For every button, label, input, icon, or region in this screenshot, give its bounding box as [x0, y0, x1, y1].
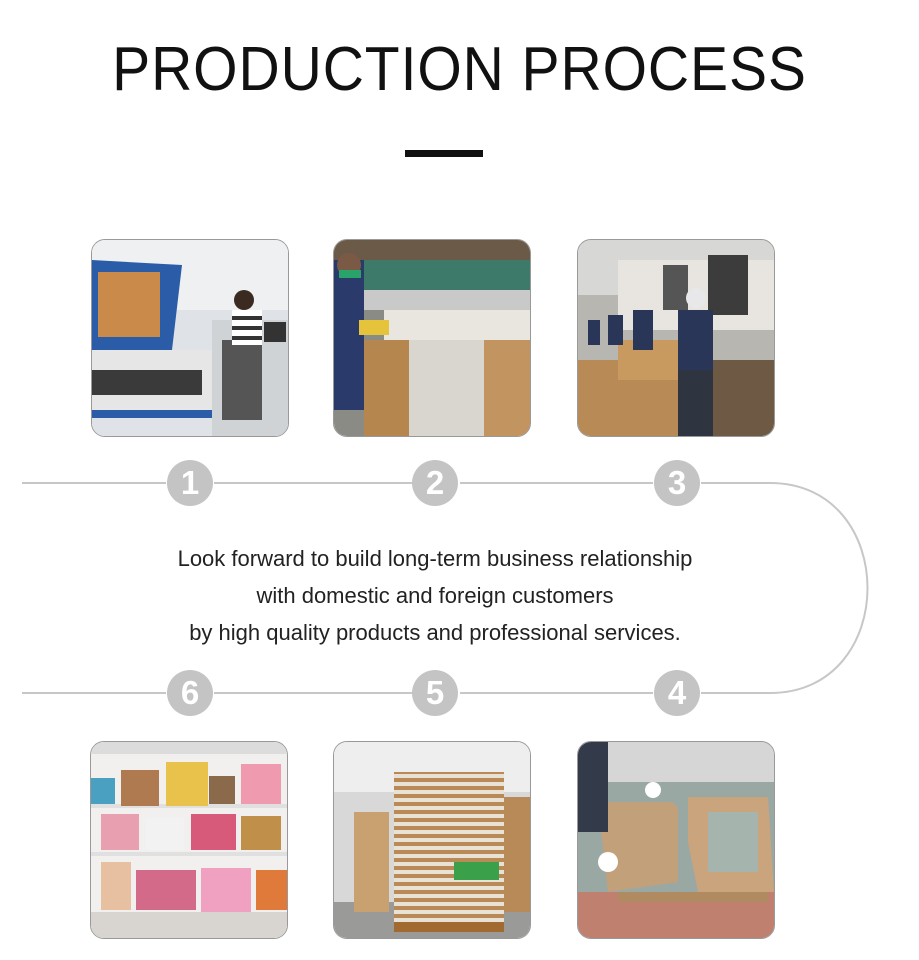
connector-line [214, 692, 412, 694]
title-underline [405, 150, 483, 157]
laser-cutting-photo [91, 239, 289, 437]
step-6-badge: 6 [167, 670, 213, 716]
connector-line [22, 692, 166, 694]
step-5-badge: 5 [412, 670, 458, 716]
tagline-line-1: Look forward to build long-term business… [177, 546, 693, 571]
page-title: PRODUCTION PROCESS [112, 35, 807, 104]
folding-cardboard-photo [577, 741, 775, 939]
step-3-badge: 3 [654, 460, 700, 506]
product-display-photo [90, 741, 288, 939]
connector-line [701, 482, 771, 484]
tagline-line-3: by high quality products and professiona… [189, 620, 681, 645]
connector-line [22, 482, 166, 484]
cardboard-processing-photo [333, 239, 531, 437]
connector-line [701, 692, 771, 694]
connector-line [460, 482, 653, 484]
step-1-badge: 1 [167, 460, 213, 506]
assembly-line-photo [577, 239, 775, 437]
tagline-line-2: with domestic and foreign customers [256, 583, 614, 608]
warehouse-pallets-photo [333, 741, 531, 939]
connector-line [214, 482, 412, 484]
connector-line [460, 692, 653, 694]
step-2-badge: 2 [412, 460, 458, 506]
step-4-badge: 4 [654, 670, 700, 716]
tagline: Look forward to build long-term business… [0, 540, 870, 651]
